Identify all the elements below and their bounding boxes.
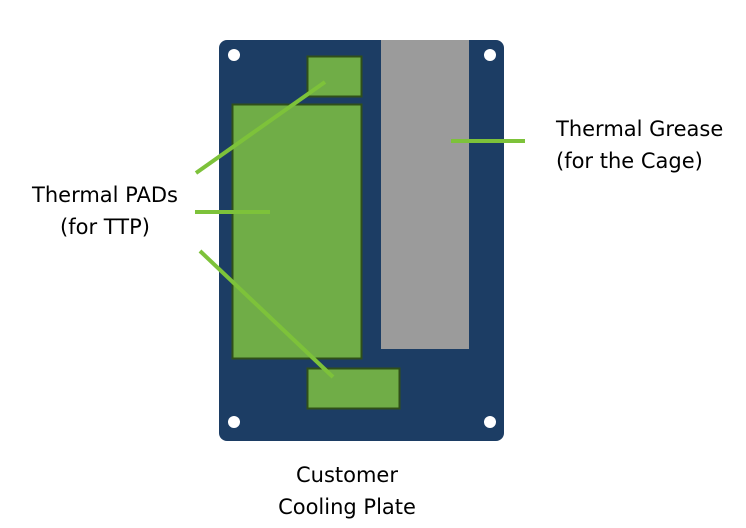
- thermal-grease-label-line2: (for the Cage): [556, 149, 703, 173]
- mounting-hole-top-left: [228, 49, 240, 61]
- mounting-hole-bottom-left: [228, 416, 240, 428]
- thermal-pads-label-line2: (for TTP): [60, 215, 150, 239]
- cooling-plate-label: Customer Cooling Plate: [247, 459, 447, 523]
- leader-line-pad-bottom: [198, 249, 335, 379]
- thermal-grease-area: [381, 40, 469, 349]
- thermal-grease-label: Thermal Grease (for the Cage): [556, 113, 723, 177]
- thermal-pads-label: Thermal PADs (for TTP): [10, 179, 200, 243]
- thermal-grease-label-line1: Thermal Grease: [556, 117, 724, 141]
- cooling-plate-label-line2: Cooling Plate: [278, 495, 416, 519]
- mounting-hole-top-right: [484, 49, 496, 61]
- cooling-plate-label-line1: Customer: [295, 463, 398, 487]
- mounting-hole-bottom-right: [484, 416, 496, 428]
- thermal-pad-large: [231, 103, 363, 360]
- thermal-pads-label-line1: Thermal PADs: [32, 183, 178, 207]
- thermal-pad-bottom: [306, 367, 401, 410]
- leader-line-pad-top: [194, 80, 327, 175]
